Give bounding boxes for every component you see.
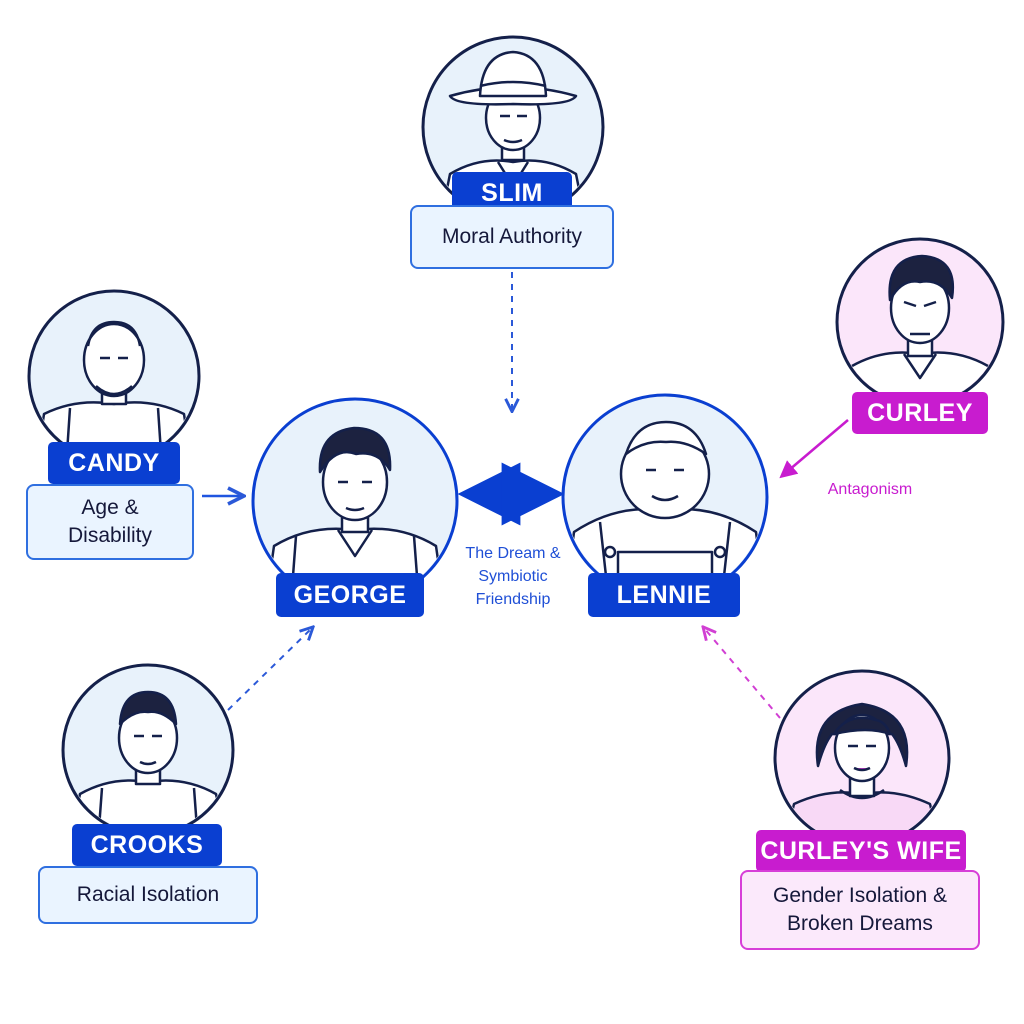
lennie-name-badge: LENNIE xyxy=(588,573,740,617)
curley-name-badge: CURLEY xyxy=(852,392,988,434)
crooks-portrait-icon xyxy=(60,662,236,838)
edge-label-dream-friendship: The Dream & Symbiotic Friendship xyxy=(465,545,561,608)
arrow-crooks-to-george xyxy=(227,628,312,711)
slim-description-box: Moral Authority xyxy=(410,205,614,269)
lennie-portrait-icon xyxy=(560,392,770,602)
curleys-wife-name-badge: CURLEY'S WIFE xyxy=(756,830,966,872)
candy-portrait-icon xyxy=(26,288,202,464)
candy-description-box: Age & Disability xyxy=(26,484,194,560)
curleys-wife-portrait-icon xyxy=(772,668,952,848)
candy-name-badge: CANDY xyxy=(48,442,180,484)
crooks-name-badge: CROOKS xyxy=(72,824,222,866)
george-name-badge: GEORGE xyxy=(276,573,424,617)
curley-portrait-icon xyxy=(834,236,1006,408)
curleys-wife-description-box: Gender Isolation & Broken Dreams xyxy=(740,870,980,950)
crooks-description-box: Racial Isolation xyxy=(38,866,258,924)
arrow-curley-to-lennie xyxy=(779,419,849,479)
edge-label-antagonism: Antagonism xyxy=(827,481,913,498)
arrow-curleys-wife-to-lennie xyxy=(704,628,781,719)
